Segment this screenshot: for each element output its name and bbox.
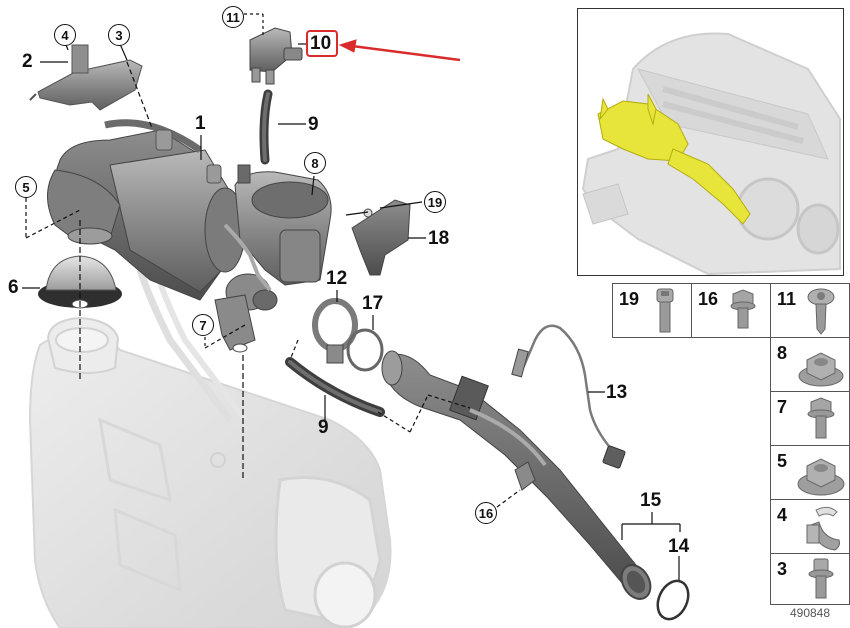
hex-flange-bolt-icon	[807, 397, 835, 439]
hardware-cell-16: 16	[691, 283, 771, 338]
hardware-label: 4	[777, 505, 788, 525]
hardware-cell-8: 8	[770, 337, 850, 392]
callout-1: 1	[195, 113, 206, 134]
engine-locator-illustration	[581, 32, 841, 275]
callout-2: 2	[22, 51, 33, 72]
callout-14: 14	[668, 536, 690, 557]
bracket-part-2	[29, 44, 143, 111]
diagram-reference-number: 490848	[789, 606, 831, 620]
heat-shield-part-6	[38, 255, 122, 309]
pressure-sensor-part-10	[249, 27, 303, 85]
hardware-cell-11: 11	[770, 283, 850, 338]
callout-18: 18	[428, 228, 450, 249]
callout-19: 19	[424, 191, 446, 213]
callout-10-highlight-box	[306, 30, 338, 57]
hex-flange-bolt-icon	[730, 289, 756, 329]
callout-7: 7	[192, 314, 214, 336]
callout-4: 4	[54, 24, 76, 46]
callout-12: 12	[326, 268, 348, 289]
hardware-label: 3	[777, 559, 788, 579]
retaining-ring-part-17	[346, 328, 384, 372]
callout-9-upper: 9	[308, 114, 319, 135]
hardware-label: 11	[777, 289, 797, 309]
callout-15: 15	[640, 490, 662, 511]
hardware-label: 19	[619, 289, 640, 309]
hardware-cell-7: 7	[770, 391, 850, 446]
hardware-cell-19: 19	[612, 283, 692, 338]
temperature-sensor-part-13	[511, 324, 626, 469]
hardware-label: 8	[777, 343, 788, 363]
particulate-filter-ghost	[28, 267, 392, 628]
callout-16: 16	[475, 502, 497, 524]
hex-flange-nut-icon	[798, 352, 844, 387]
spring-clip-icon	[806, 506, 840, 551]
hex-flange-nut-icon	[797, 458, 845, 496]
engine-locator-inset	[577, 8, 844, 276]
bracket-part-18	[351, 199, 411, 276]
callout-8: 8	[304, 152, 326, 174]
hardware-label: 5	[777, 451, 788, 471]
callout-9-lower: 9	[318, 417, 329, 438]
hardware-cell-5: 5	[770, 445, 850, 500]
callout-10: 10	[310, 33, 332, 54]
turbo-body-part-1	[53, 119, 332, 353]
outlet-pipe-part-15	[381, 350, 652, 600]
callout-6: 6	[8, 277, 19, 298]
hardware-cell-3: 3	[770, 553, 850, 605]
locator-highlight	[597, 93, 751, 225]
callout-5: 5	[15, 176, 37, 198]
callout-17: 17	[362, 293, 384, 314]
torx-flange-bolt-icon	[808, 558, 834, 599]
callout-3: 3	[108, 24, 130, 46]
highlight-arrow	[338, 39, 461, 62]
inlet-elbow	[47, 169, 121, 245]
socket-head-cap-screw-icon	[656, 288, 674, 333]
leader-lines	[22, 13, 681, 580]
callout-13: 13	[606, 382, 628, 403]
v-band-clamp-part-12	[312, 298, 358, 364]
gasket-part-14	[656, 579, 690, 621]
hardware-cell-4: 4	[770, 499, 850, 554]
button-head-screw-icon	[807, 288, 835, 335]
callout-11: 11	[222, 6, 244, 28]
hardware-label: 7	[777, 397, 788, 417]
hardware-label: 16	[698, 289, 719, 309]
